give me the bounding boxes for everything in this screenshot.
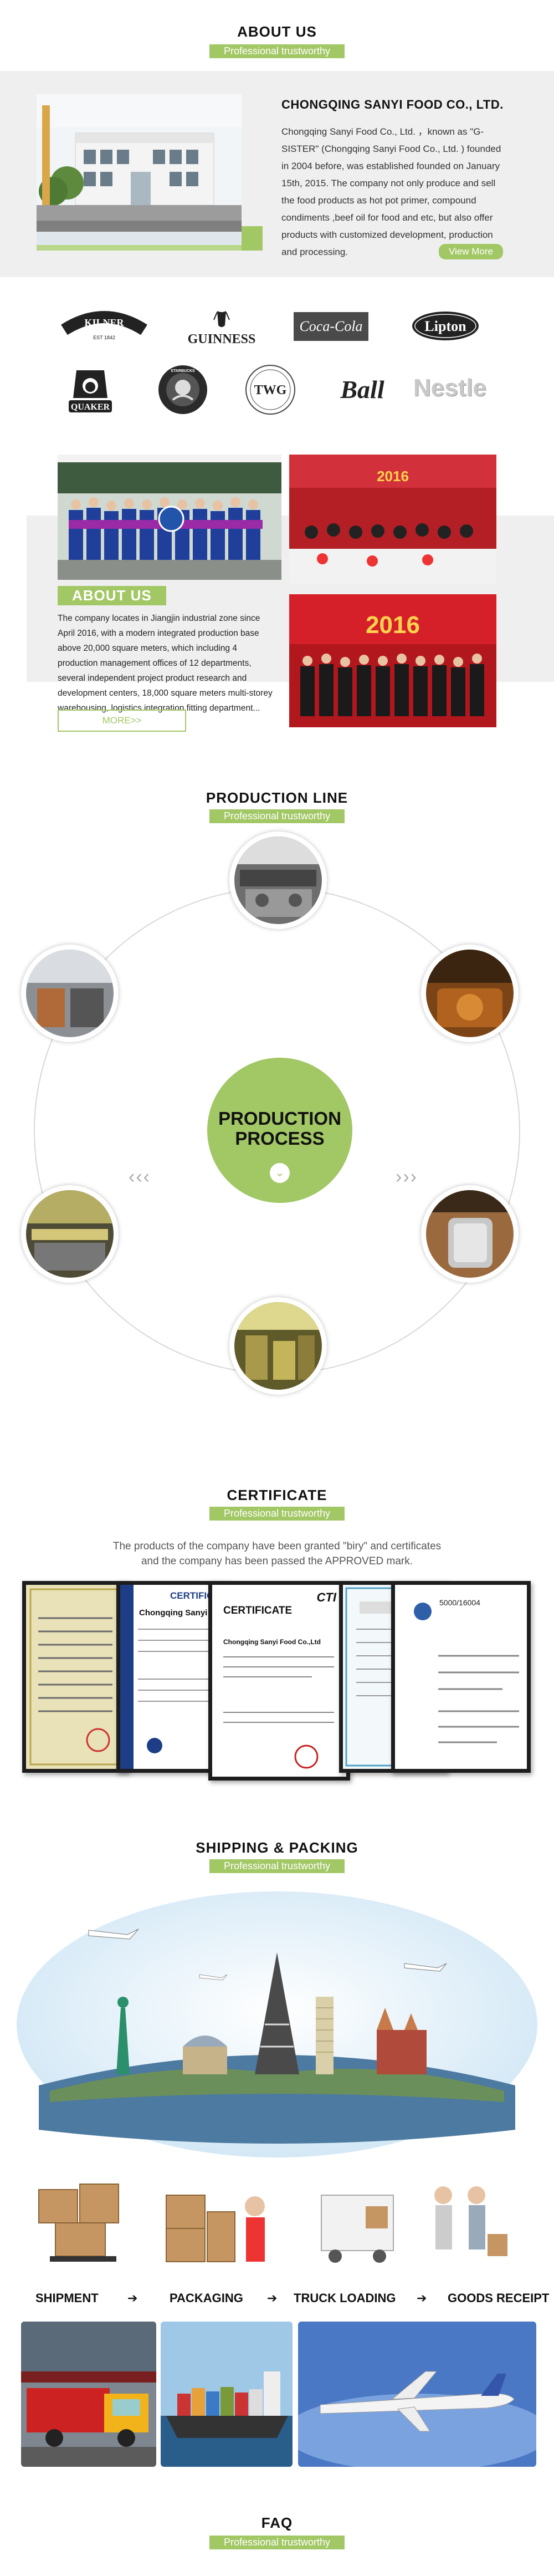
svg-text:KILNER: KILNER xyxy=(84,317,124,328)
certificate-3-mark: CTI xyxy=(316,1590,336,1604)
production-process-line1: PRODUCTION xyxy=(218,1108,341,1129)
svg-text:EST 1842: EST 1842 xyxy=(93,335,115,340)
brand-twg-logo: TWG xyxy=(244,363,297,416)
about-photo-accent-square xyxy=(242,226,263,251)
airplane-photo xyxy=(298,2322,536,2467)
brand-lipton-logo: Lipton xyxy=(411,310,480,341)
brand-guinness-logo: GUINNESS xyxy=(183,308,260,348)
about2-more-button[interactable]: MORE>> xyxy=(58,710,186,732)
event-photo-2: 2016 xyxy=(289,594,496,727)
view-more-button[interactable]: View More xyxy=(439,244,503,259)
certificate-text-line1: The products of the company have been gr… xyxy=(112,1541,442,1552)
production-process-circle[interactable]: PRODUCTION PROCESS ⌄ xyxy=(207,1058,352,1203)
certificate-5-code: 5000/16004 xyxy=(439,1598,480,1607)
brand-quaker-logo: QUAKER xyxy=(65,366,115,416)
step-shipment: SHIPMENT xyxy=(35,2291,99,2305)
production-process-line2: PROCESS xyxy=(235,1128,325,1149)
step-arrow-icon: ➔ xyxy=(417,2291,427,2305)
step-arrow-icon: ➔ xyxy=(127,2291,138,2305)
process-step-photo-2 xyxy=(421,945,519,1042)
shipping-steps-illustration xyxy=(33,2173,521,2284)
step-goods-receipt: GOODS RECEIPT xyxy=(448,2291,550,2305)
production-title: PRODUCTION LINE xyxy=(206,789,348,806)
shipping-title: SHIPPING & PACKING xyxy=(196,1839,358,1856)
svg-text:QUAKER: QUAKER xyxy=(71,402,110,412)
chevrons-right-icon: ››› xyxy=(396,1166,418,1187)
brand-ball-logo: Ball xyxy=(340,375,384,404)
company-name: CHONGQING SANYI FOOD CO., LTD. xyxy=(281,98,504,111)
team-photo xyxy=(58,455,281,580)
cargo-ship-photo xyxy=(161,2322,293,2467)
svg-text:2016: 2016 xyxy=(366,611,420,639)
process-step-photo-5 xyxy=(21,1185,119,1283)
factory-photo xyxy=(37,94,242,245)
event-photo-1: 2016 xyxy=(289,455,496,583)
step-packaging: PACKAGING xyxy=(170,2291,243,2305)
svg-text:Lipton: Lipton xyxy=(424,318,466,334)
brand-nestle-logo: Nestle xyxy=(413,374,487,401)
company-description: Chongqing Sanyi Food Co., Ltd. ，known as… xyxy=(281,126,501,257)
certificate-1[interactable] xyxy=(22,1581,129,1773)
certificate-2-heading: CERTIFICA xyxy=(170,1590,220,1601)
process-step-photo-3 xyxy=(421,1185,519,1283)
process-step-photo-4 xyxy=(229,1297,327,1395)
svg-text:2016: 2016 xyxy=(377,468,409,484)
certificate-text-line2: and the company has been passed the APPR… xyxy=(141,1555,413,1567)
certificate-3-company: Chongqing Sanyi Food Co.,Ltd xyxy=(223,1638,321,1646)
brand-cocacola-logo: Coca-Cola xyxy=(294,312,368,341)
faq-subtitle: Professional trustworthy xyxy=(209,2536,345,2549)
about2-title: ABOUT US xyxy=(58,586,166,605)
svg-text:TWG: TWG xyxy=(254,383,287,397)
certificate-title: CERTIFICATE xyxy=(227,1487,327,1503)
certificate-subtitle: Professional trustworthy xyxy=(209,1507,345,1521)
brand-starbucks-logo: STARBUCKS xyxy=(156,363,209,416)
certificate-3[interactable]: CTI CERTIFICATE Chongqing Sanyi Food Co.… xyxy=(208,1581,350,1781)
brand-kilner-logo: KILNER EST 1842 xyxy=(60,308,148,342)
certificate-5[interactable]: 5000/16004 xyxy=(391,1581,531,1773)
chevrons-left-icon: ‹‹‹ xyxy=(129,1166,151,1187)
certificate-2-company: Chongqing Sanyi Food xyxy=(139,1608,230,1618)
svg-text:STARBUCKS: STARBUCKS xyxy=(171,369,195,373)
faq-title: FAQ xyxy=(261,2514,293,2531)
world-landmarks-illustration xyxy=(17,1891,537,2163)
chevron-down-icon[interactable]: ⌄ xyxy=(270,1163,290,1183)
truck-photo xyxy=(21,2322,156,2467)
about-title: ABOUT US xyxy=(237,23,317,40)
process-step-photo-1 xyxy=(229,832,327,929)
svg-text:GUINNESS: GUINNESS xyxy=(188,332,256,346)
about-subtitle: Professional trustworthy xyxy=(209,44,345,58)
step-arrow-icon: ➔ xyxy=(267,2291,278,2305)
process-step-photo-6 xyxy=(21,945,119,1042)
about2-description: The company locates in Jiangjin industri… xyxy=(58,614,273,713)
certificate-3-heading: CERTIFICATE xyxy=(223,1605,293,1616)
step-truck-loading: TRUCK LOADING xyxy=(294,2291,396,2305)
production-subtitle: Professional trustworthy xyxy=(209,809,345,823)
shipping-subtitle: Professional trustworthy xyxy=(209,1859,345,1873)
